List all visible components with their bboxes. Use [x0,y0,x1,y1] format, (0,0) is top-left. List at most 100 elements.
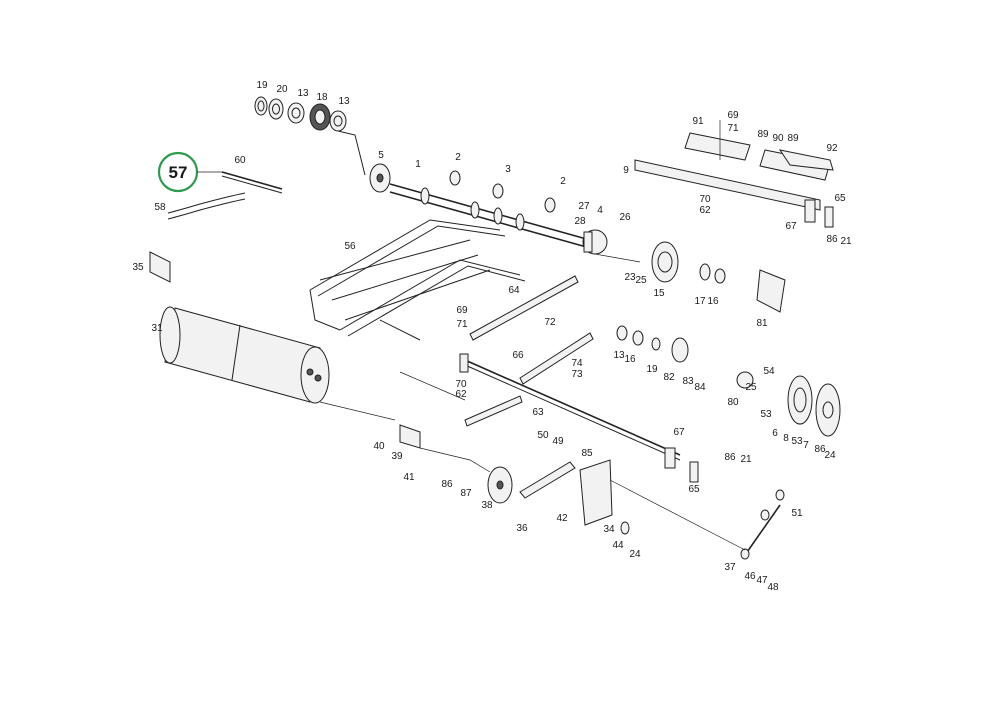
part-label-69a: 69 [727,110,739,121]
ladder-chain [309,219,526,341]
part-label-73: 73 [571,369,583,380]
part-label-38: 38 [481,500,493,511]
part-label-86a: 86 [826,234,838,245]
part-label-69b: 69 [456,305,468,316]
part-label-16a: 16 [707,296,719,307]
part-label-41: 41 [403,472,415,483]
part-label-82: 82 [663,372,675,383]
mid-right-parts [616,325,754,389]
part-label-90: 90 [772,133,784,144]
upper-shaft [369,163,608,255]
leader-lines [319,253,746,551]
part-label-24a: 24 [824,450,836,461]
part-label-86c: 86 [724,452,736,463]
part-label-89b: 89 [787,133,799,144]
part-label-44: 44 [612,540,624,551]
part-label-92: 92 [826,143,838,154]
part-label-7: 7 [803,440,809,451]
part-label-15: 15 [653,288,665,299]
part-label-28: 28 [574,216,586,227]
part-label-65a: 65 [834,193,846,204]
part-label-65b: 65 [688,484,700,495]
part-label-13c: 13 [613,350,625,361]
part-label-8: 8 [783,433,789,444]
part-label-63: 63 [532,407,544,418]
part-label-60: 60 [234,155,246,166]
part-label-13a: 13 [297,88,309,99]
part-label-80: 80 [727,397,739,408]
part-label-87: 87 [460,488,472,499]
part-label-74: 74 [571,358,583,369]
part-label-81: 81 [756,318,768,329]
part-label-72: 72 [544,317,556,328]
part-label-62b: 62 [455,389,467,400]
part-label-86b: 86 [814,444,826,455]
part-label-6: 6 [772,428,778,439]
part-label-19b: 19 [646,364,658,375]
frame-bar-63 [459,353,699,483]
part-label-70b: 70 [455,379,467,390]
part-label-48: 48 [767,582,779,593]
part-label-47: 47 [756,575,768,586]
part-label-40: 40 [373,441,385,452]
part-label-27: 27 [578,201,590,212]
cover-bar [634,120,834,228]
part-label-16b: 16 [624,354,636,365]
part-label-3: 3 [505,164,511,175]
part-label-70a: 70 [699,194,711,205]
part-label-54: 54 [763,366,775,377]
part-label-21b: 21 [740,454,752,465]
part-label-25a: 25 [635,275,647,286]
part-label-67a: 67 [785,221,797,232]
part-label-50: 50 [537,430,549,441]
part-label-42: 42 [556,513,568,524]
part-label-31: 31 [151,323,163,334]
part-label-83: 83 [682,376,694,387]
part-label-13b: 13 [338,96,350,107]
part-label-85: 85 [581,448,593,459]
pulley-15 [651,241,786,313]
part-label-86d: 86 [441,479,453,490]
part-label-66: 66 [512,350,524,361]
part-label-9: 9 [623,165,629,176]
part-label-19a: 19 [256,80,268,91]
part-label-35: 35 [132,262,144,273]
part-label-89a: 89 [757,129,769,140]
part-label-46: 46 [744,571,756,582]
part-label-53a: 53 [760,409,772,420]
part-label-5: 5 [378,150,384,161]
part-label-62a: 62 [699,205,711,216]
part-label-49: 49 [552,436,564,447]
part-label-91: 91 [692,116,704,127]
part-label-21a: 21 [840,236,852,247]
part-label-4: 4 [597,205,603,216]
part-label-71b: 71 [456,319,468,330]
part-label-2b: 2 [560,176,566,187]
part-label-18: 18 [316,92,328,103]
hex-shaft-and-chain [167,171,283,220]
part-label-34: 34 [603,524,615,535]
part-label-39: 39 [391,451,403,462]
bearing-stack [254,96,366,176]
part-label-84: 84 [694,382,706,393]
callout-57: 57 [157,151,222,193]
rod-37 [740,489,785,560]
part-label-26: 26 [619,212,631,223]
part-label-2a: 2 [455,152,461,163]
part-label-64: 64 [508,285,520,296]
part-label-67b: 67 [673,427,685,438]
part-label-37: 37 [724,562,736,573]
part-label-17: 17 [694,296,706,307]
part-label-36: 36 [516,523,528,534]
bracket-35 [149,251,171,283]
drum-31 [159,306,330,404]
part-label-53b: 53 [791,436,803,447]
part-label-58: 58 [154,202,166,213]
part-label-24b: 24 [629,549,641,560]
pulley-6-7-8 [787,375,841,437]
part-label-71a: 71 [727,123,739,134]
guide-strips [464,275,594,427]
part-label-51: 51 [791,508,803,519]
